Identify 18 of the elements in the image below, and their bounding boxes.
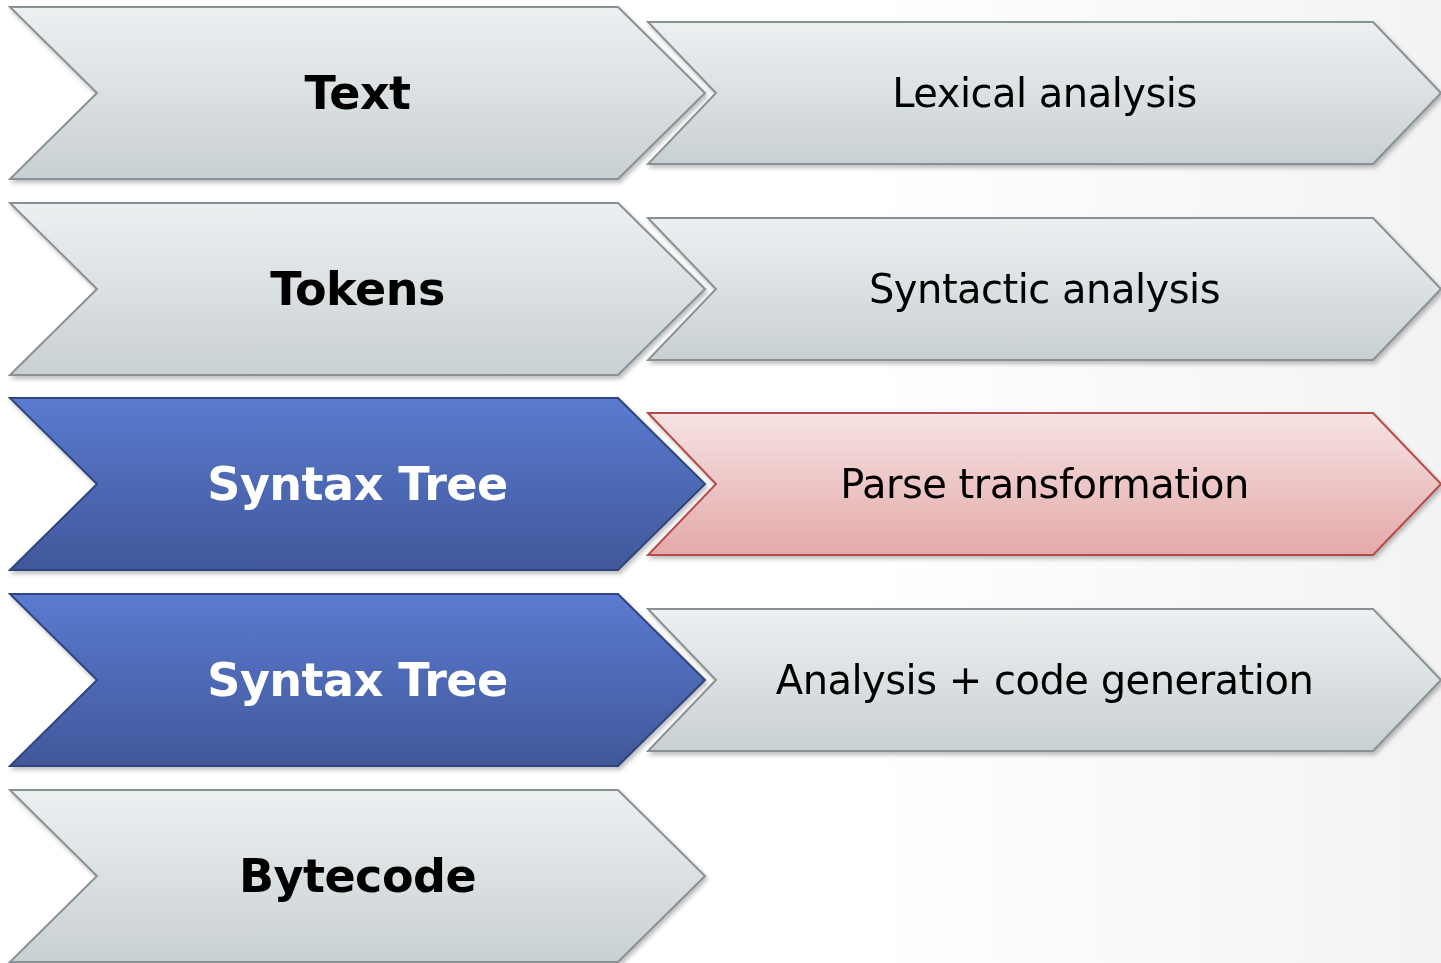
stage-label: Text	[304, 66, 411, 120]
chevron-shape	[648, 609, 1441, 751]
stage-label: Tokens	[270, 262, 445, 316]
chevron-shape	[10, 398, 705, 570]
stage-label: Syntax Tree	[207, 653, 508, 707]
chevron-shape	[10, 790, 705, 962]
stage-label: Bytecode	[238, 849, 477, 903]
stage-label: Lexical analysis	[892, 70, 1197, 116]
stage-label: Syntactic analysis	[868, 266, 1221, 312]
chevron-shape	[10, 7, 705, 179]
chevron-shape	[10, 203, 705, 375]
chevron-shape	[648, 413, 1441, 555]
stage-label: Analysis + code generation	[775, 657, 1314, 703]
chevron-shape	[648, 22, 1441, 164]
chevron-shape	[10, 594, 705, 766]
stage-label: Parse transformation	[840, 461, 1249, 507]
stage-label: Syntax Tree	[207, 457, 508, 511]
chevron-shape	[648, 218, 1441, 360]
